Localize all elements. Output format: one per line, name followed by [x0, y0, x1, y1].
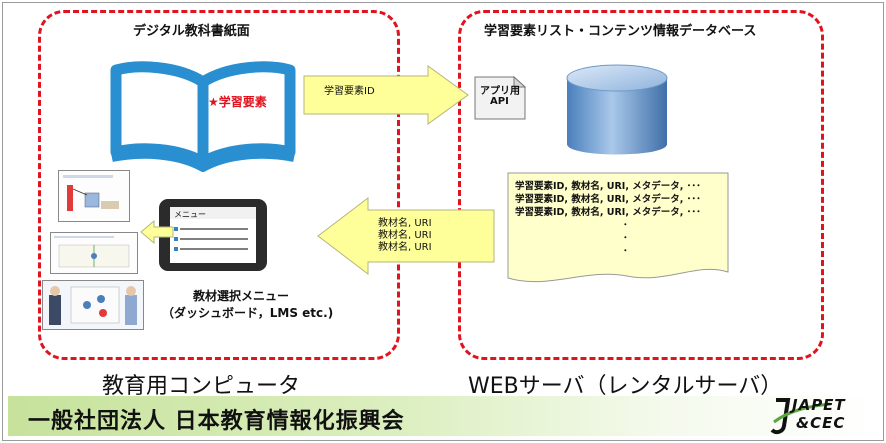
record-line: 学習要素ID, 教材名, URI, メタデータ, ･･･	[515, 207, 701, 218]
tablet-menu-label: メニュー	[174, 210, 206, 219]
api-label-line2: API	[490, 96, 509, 107]
response-line: 教材名, URI	[378, 230, 432, 241]
logo-text-top: JAPET	[792, 396, 846, 414]
api-label-line1: アプリ用	[480, 86, 520, 97]
request-arrow-label: 学習要素ID	[324, 86, 375, 97]
book-marker-label: ★学習要素	[208, 95, 267, 109]
record-ellipsis: ･	[623, 233, 628, 244]
tablet-to-content-arrow	[140, 220, 174, 244]
right-region-title: 学習要素リスト・コンテンツ情報データベース	[484, 24, 757, 39]
api-document-icon	[474, 76, 526, 120]
organization-name: 一般社団法人 日本教育情報化振興会	[28, 409, 405, 434]
menu-subtitle: （ダッシュボード，LMS etc.)	[162, 306, 334, 320]
record-list-note	[507, 172, 729, 283]
record-ellipsis: ･	[623, 220, 628, 231]
client-region	[38, 10, 400, 360]
footer-bar	[8, 396, 880, 436]
menu-title: 教材選択メニュー	[193, 289, 290, 303]
server-region	[458, 10, 824, 360]
record-line: 学習要素ID, 教材名, URI, メタデータ, ･･･	[515, 181, 701, 192]
database-icon	[566, 64, 668, 155]
server-caption: WEBサーバ（レンタルサーバ）	[468, 374, 783, 399]
content-thumbnail-diagram	[50, 232, 138, 274]
book-icon	[110, 61, 296, 172]
japet-cec-logo: JAPET &CEC	[770, 392, 874, 442]
content-thumbnail-experiment	[58, 170, 130, 222]
client-caption: 教育用コンピュータ	[102, 374, 301, 399]
left-region-title: デジタル教科書紙面	[133, 24, 250, 39]
tablet-icon	[159, 199, 267, 271]
request-arrow	[303, 65, 469, 125]
response-arrow	[317, 196, 495, 276]
logo-text-bottom: &CEC	[796, 414, 846, 432]
record-list: 学習要素ID, 教材名, URI, メタデータ, ･･･ 学習要素ID, 教材名…	[515, 180, 701, 258]
response-line: 教材名, URI	[378, 242, 432, 253]
record-line: 学習要素ID, 教材名, URI, メタデータ, ･･･	[515, 194, 701, 205]
record-ellipsis: ･	[623, 246, 628, 257]
content-thumbnail-lesson	[42, 280, 144, 330]
response-line: 教材名, URI	[378, 218, 432, 229]
response-arrow-labels: 教材名, URI 教材名, URI 教材名, URI	[378, 218, 432, 254]
